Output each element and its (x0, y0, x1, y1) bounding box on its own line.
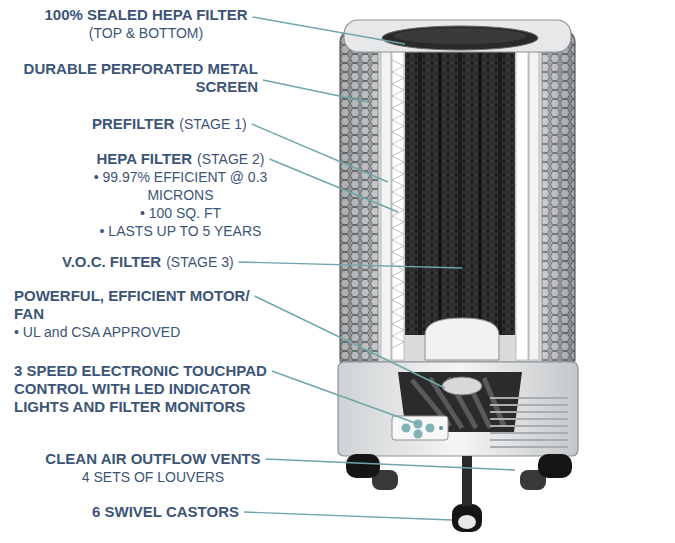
callout-label-group: V.O.C. FILTER (STAGE 3) (62, 253, 272, 271)
part-label: CLEAN AIR OUTFLOW VENTS (45, 450, 260, 467)
callout-label-group: POWERFUL, EFFICIENT MOTOR/ FAN • UL and C… (14, 287, 276, 341)
leader-line (252, 124, 388, 182)
part-label: HEPA FILTER (97, 150, 193, 167)
label-row: 100% SEALED HEPA FILTER (14, 6, 278, 24)
label-row: CLEAN AIR OUTFLOW VENTS (36, 450, 270, 468)
callout-label-group: DURABLE PERFORATED METAL SCREEN (8, 60, 258, 96)
label-row: HEPA FILTER(STAGE 2) (78, 150, 283, 168)
callout-label-group: 3 SPEED ELECTRONIC TOUCHPAD CONTROL WITH… (14, 362, 286, 416)
label-row: • LASTS UP TO 5 YEARS (78, 222, 283, 240)
part-label: DURABLE PERFORATED METAL SCREEN (24, 60, 258, 95)
label-row: 3 SPEED ELECTRONIC TOUCHPAD CONTROL WITH… (14, 362, 286, 416)
label-row: PREFILTER (STAGE 1) (92, 115, 267, 133)
label-row: • 99.97% EFFICIENT @ 0.3 MICRONS (78, 168, 283, 204)
leader-line (244, 512, 452, 520)
part-label: V.O.C. FILTER (62, 253, 161, 270)
part-label: (STAGE 1) (179, 116, 246, 132)
label-row: V.O.C. FILTER (STAGE 3) (62, 253, 272, 271)
part-label: (STAGE 2) (197, 151, 264, 167)
part-label: 3 SPEED ELECTRONIC TOUCHPAD CONTROL WITH… (14, 362, 267, 415)
leader-line (266, 459, 515, 470)
part-label: 4 SETS OF LOUVERS (82, 469, 224, 485)
spec-bullet: • LASTS UP TO 5 YEARS (100, 223, 262, 239)
part-label: (TOP & BOTTOM) (89, 25, 203, 41)
callout-label-group: 6 SWIVEL CASTORS (92, 503, 262, 521)
leader-line (253, 17, 405, 44)
spec-bullet: • UL and CSA APPROVED (14, 324, 180, 340)
label-row: • UL and CSA APPROVED (14, 323, 276, 341)
label-row: (TOP & BOTTOM) (14, 24, 278, 42)
label-row: 4 SETS OF LOUVERS (36, 468, 270, 486)
part-label: PREFILTER (92, 115, 174, 132)
callout-label-group: HEPA FILTER(STAGE 2)• 99.97% EFFICIENT @… (78, 150, 283, 240)
callout-label-group: CLEAN AIR OUTFLOW VENTS 4 SETS OF LOUVERS (36, 450, 270, 486)
label-row: 6 SWIVEL CASTORS (92, 503, 262, 521)
part-label: (STAGE 3) (166, 254, 233, 270)
leader-line (255, 296, 445, 388)
spec-bullet: • 100 SQ. FT (140, 205, 221, 221)
callout-label-group: PREFILTER (STAGE 1) (92, 115, 267, 133)
leader-line (269, 159, 398, 212)
leader-line (263, 80, 368, 102)
label-row: DURABLE PERFORATED METAL SCREEN (8, 60, 258, 96)
part-label: 6 SWIVEL CASTORS (92, 503, 239, 520)
label-row: • 100 SQ. FT (78, 204, 283, 222)
leader-lines (239, 17, 515, 520)
leader-line (272, 371, 418, 424)
part-label: 100% SEALED HEPA FILTER (44, 6, 247, 23)
spec-bullet: • 99.97% EFFICIENT @ 0.3 MICRONS (94, 169, 268, 203)
leader-line (239, 262, 462, 268)
part-label: POWERFUL, EFFICIENT MOTOR/ FAN (14, 287, 250, 322)
callout-label-group: 100% SEALED HEPA FILTER (TOP & BOTTOM) (14, 6, 278, 42)
label-row: POWERFUL, EFFICIENT MOTOR/ FAN (14, 287, 276, 323)
